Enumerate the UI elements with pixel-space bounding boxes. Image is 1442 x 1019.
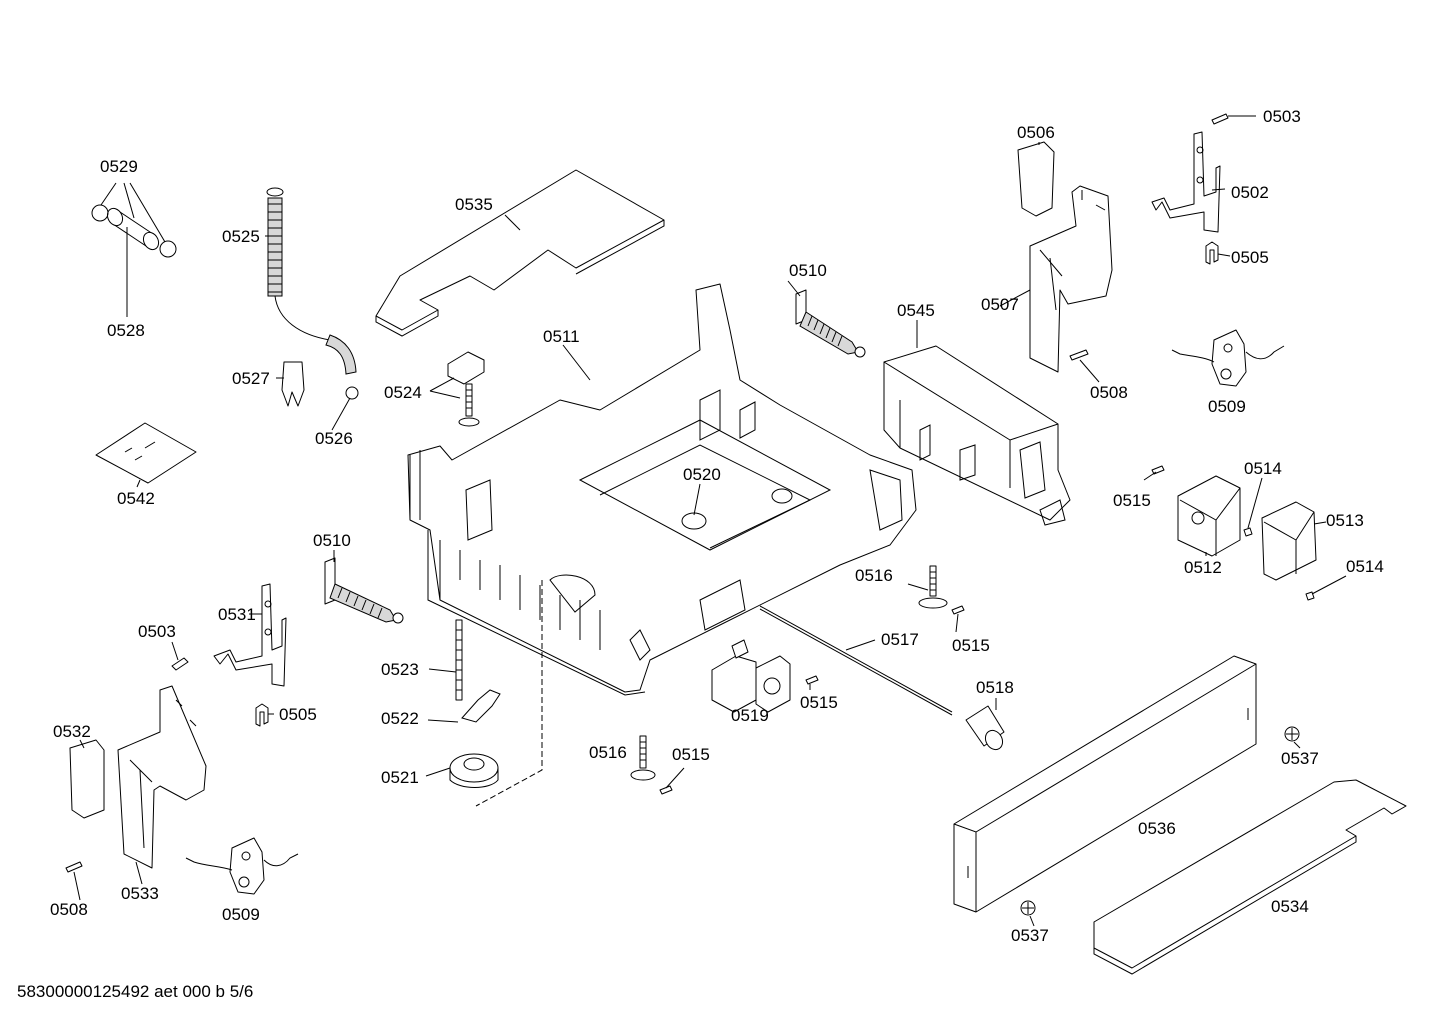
label-0514-upper: 0514 [1244, 459, 1282, 478]
label-0537-lower: 0537 [1011, 926, 1049, 945]
label-0527: 0527 [232, 369, 270, 388]
label-0509-upper: 0509 [1208, 397, 1246, 416]
part-screws-0537 [1020, 726, 1300, 916]
label-0537-upper: 0537 [1281, 749, 1319, 768]
label-0517: 0517 [881, 630, 919, 649]
label-0516-lower: 0516 [589, 743, 627, 762]
label-0515-d: 0515 [672, 745, 710, 764]
label-0514-lower: 0514 [1346, 557, 1384, 576]
part-bracket-0533 [65, 685, 207, 873]
label-0519: 0519 [731, 706, 769, 725]
label-0525: 0525 [222, 227, 260, 246]
part-pump-0521 [425, 580, 543, 807]
label-0510-upper: 0510 [789, 261, 827, 280]
part-spring-0510-lower [324, 557, 404, 624]
part-drain-hose-0525 [265, 187, 359, 407]
label-0513: 0513 [1326, 511, 1364, 530]
part-valve-0519 [711, 639, 819, 713]
part-spring-0510-upper [795, 289, 866, 358]
part-switch-0509-lower [185, 837, 299, 895]
label-0506: 0506 [1017, 123, 1055, 142]
label-0512: 0512 [1184, 558, 1222, 577]
label-0505-upper: 0505 [1231, 248, 1269, 267]
label-0509-lower: 0509 [222, 905, 260, 924]
label-0508-lower: 0508 [50, 900, 88, 919]
label-0507: 0507 [981, 295, 1019, 314]
label-0521: 0521 [381, 768, 419, 787]
part-switch-0509-upper [1171, 329, 1285, 387]
label-0536: 0536 [1138, 819, 1176, 838]
label-0505-lower: 0505 [279, 705, 317, 724]
label-0531: 0531 [218, 605, 256, 624]
label-0533: 0533 [121, 884, 159, 903]
part-base-0511 [407, 283, 917, 696]
part-foot-0516-lower [630, 735, 685, 795]
part-screws-0514-0515 [1151, 465, 1347, 601]
part-bag-0542 [95, 422, 197, 484]
part-0524 [429, 351, 485, 427]
label-0529: 0529 [100, 157, 138, 176]
part-panel-0534 [1093, 779, 1407, 975]
part-module-0545 [883, 320, 1071, 526]
part-rod-0517 [759, 605, 953, 716]
part-cover-0513 [1261, 501, 1317, 581]
label-0515-a: 0515 [1113, 491, 1151, 510]
label-0534: 0534 [1271, 897, 1309, 916]
part-housing-0512 [1177, 475, 1241, 557]
part-bracket-0507 [1017, 141, 1113, 373]
part-bracket-0502 [1151, 113, 1256, 265]
document-id-footer: 58300000125492 aet 000 b 5/6 [17, 982, 253, 1001]
part-knob-0518 [965, 698, 1005, 751]
label-0526: 0526 [315, 429, 353, 448]
part-foot-0516-upper [907, 565, 965, 615]
label-0528: 0528 [107, 321, 145, 340]
label-0532: 0532 [53, 722, 91, 741]
label-0523: 0523 [381, 660, 419, 679]
label-0508-upper: 0508 [1090, 383, 1128, 402]
label-0545: 0545 [897, 301, 935, 320]
label-0542: 0542 [117, 489, 155, 508]
part-front-panel-0536 [953, 655, 1257, 913]
part-bracket-0531 [171, 583, 287, 727]
label-0515-c: 0515 [800, 693, 838, 712]
label-0502: 0502 [1231, 183, 1269, 202]
label-0535: 0535 [455, 195, 493, 214]
part-hose-0528 [91, 182, 177, 317]
label-0524: 0524 [384, 383, 422, 402]
label-0522: 0522 [381, 709, 419, 728]
part-panel-0535 [375, 169, 665, 337]
label-0520: 0520 [683, 465, 721, 484]
label-0518: 0518 [976, 678, 1014, 697]
label-0503-lower: 0503 [138, 622, 176, 641]
label-0511: 0511 [543, 327, 580, 346]
label-0515-b: 0515 [952, 636, 990, 655]
leader-lines [73, 188, 1327, 927]
label-0516-upper: 0516 [855, 566, 893, 585]
label-0503-upper: 0503 [1263, 107, 1301, 126]
label-0510-lower: 0510 [313, 531, 351, 550]
